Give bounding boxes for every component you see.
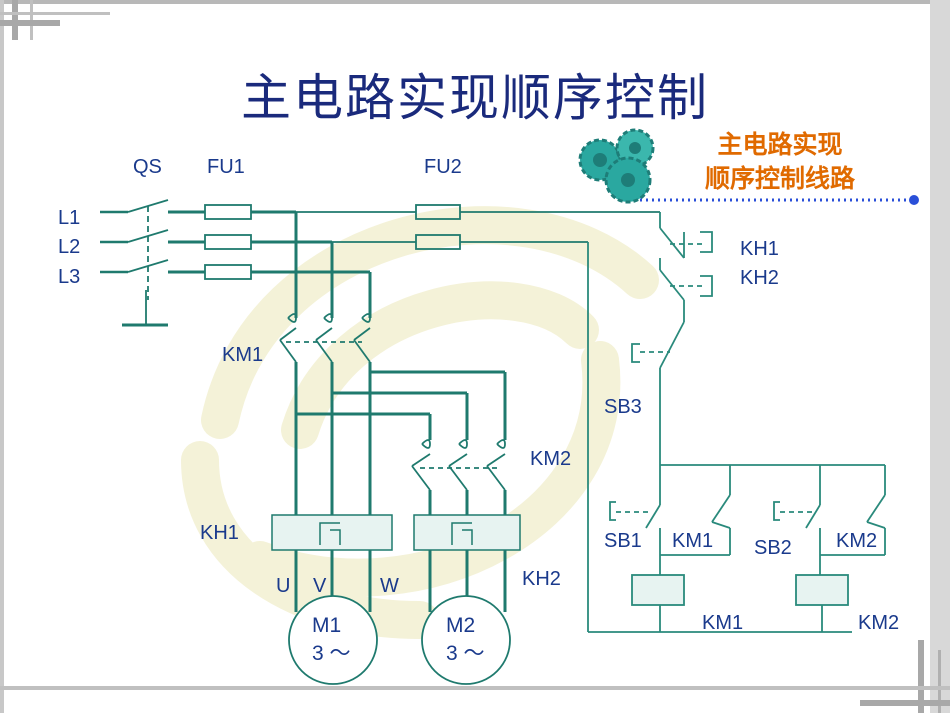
label-v: V: [313, 575, 327, 597]
gear-cluster-icon: [578, 128, 655, 204]
page-title: 主电路实现顺序控制: [241, 69, 709, 127]
motor-m1: M1 3 ～: [312, 612, 351, 668]
main-circuit: [100, 199, 660, 685]
label-km1-aux: KM1: [672, 530, 714, 552]
label-kh1-relay: KH1: [200, 522, 239, 544]
callout-line-2: 顺序控制线路: [704, 164, 855, 193]
motor-m2-name: M2: [446, 614, 476, 637]
callout-text: 主电路实现 顺序控制线路: [680, 128, 880, 196]
label-fu1: FU1: [207, 156, 245, 178]
label-kh1-ctrl: KH1: [740, 238, 779, 260]
motor-m1-phase: 3 ～: [312, 642, 351, 665]
label-sb2: SB2: [754, 537, 792, 559]
label-kh2-relay: KH2: [522, 568, 561, 590]
label-km1-coil: KM1: [702, 612, 744, 634]
label-u: U: [276, 575, 291, 597]
label-l1: L1: [58, 207, 81, 229]
label-w: W: [380, 575, 399, 597]
callout-pointer: [640, 195, 919, 205]
motor-m2: M2 3 ～: [446, 612, 485, 668]
label-km2-contact: KM2: [530, 448, 572, 470]
background-swirl: [181, 206, 659, 639]
label-qs: QS: [133, 156, 162, 178]
label-kh2-ctrl: KH2: [740, 267, 779, 289]
label-km2-aux: KM2: [836, 530, 878, 552]
callout-line-1: 主电路实现: [717, 130, 843, 159]
label-sb3: SB3: [604, 396, 642, 418]
motor-m1-name: M1: [312, 614, 342, 637]
label-km1-contact: KM1: [222, 344, 264, 366]
label-km2-coil: KM2: [858, 612, 900, 634]
control-circuit: [587, 212, 886, 633]
label-l3: L3: [58, 266, 81, 288]
label-sb1: SB1: [604, 530, 642, 552]
motor-m2-phase: 3 ～: [446, 642, 485, 665]
label-fu2: FU2: [424, 156, 462, 178]
label-l2: L2: [58, 236, 81, 258]
